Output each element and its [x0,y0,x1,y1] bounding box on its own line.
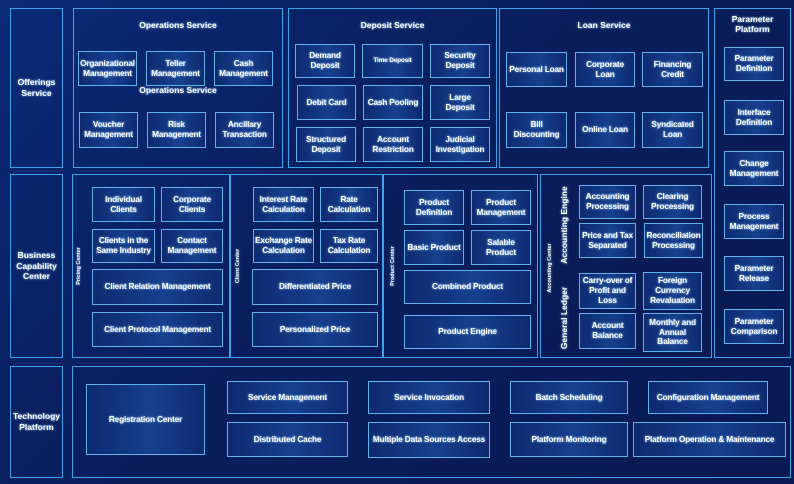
node[interactable]: Financing Credit [642,52,703,87]
node[interactable]: Basic Product [404,230,464,265]
node[interactable]: Multiple Data Sources Access [368,422,490,458]
node[interactable]: Personalized Price [252,312,378,347]
row-offerings-service: Offerings Service [10,8,63,168]
node[interactable]: Risk Management [147,112,206,148]
node[interactable]: Interface Definition [724,100,784,135]
operations-service-overlay-label: Operations Service [139,85,217,95]
operations-service-title: Operations Service [139,20,217,30]
node[interactable]: Voucher Management [79,112,138,148]
node[interactable]: Rate Calculation [320,187,378,222]
node[interactable]: Service Management [227,381,348,414]
node[interactable]: Personal Loan [506,52,567,87]
general-ledger-label: General Ledger [559,286,569,350]
node[interactable]: Debit Card [297,85,356,120]
pricing-center-label: Pricing Center [76,247,82,285]
node[interactable]: Syndicated Loan [642,112,703,148]
node[interactable]: Clearing Processing [643,185,702,219]
node[interactable]: Interest Rate Calculation [253,187,314,222]
node[interactable]: Ancillary Transaction [215,112,274,148]
node[interactable]: Individual Clients [92,187,155,222]
node[interactable]: Security Deposit [430,44,490,78]
node[interactable]: Reconciliation Processing [644,223,703,258]
pricing-center-panel [72,174,230,358]
node[interactable]: Corporate Loan [575,52,635,87]
node[interactable]: Parameter Release [724,256,784,291]
node[interactable]: Foreign Currency Revaluation [643,272,702,310]
node[interactable]: Parameter Comparison [724,309,784,344]
node[interactable]: Contact Management [161,229,223,263]
product-center-panel [383,174,538,358]
node[interactable]: Account Balance [579,313,636,349]
client-center-panel [230,174,383,358]
loan-service-panel [499,8,709,168]
node[interactable]: Accounting Processing [579,185,636,219]
deposit-service-panel [288,8,497,168]
node[interactable]: Online Loan [575,112,635,148]
node[interactable]: Judicial Investigation [430,127,490,162]
node[interactable]: Platform Operation & Maintenance [633,422,786,457]
node[interactable]: Product Management [471,190,531,225]
node[interactable]: Cash Pooling [363,85,423,120]
node[interactable]: Clients in the Same Industry [92,229,155,263]
node[interactable]: Monthly and Annual Balance [643,313,702,352]
parameter-platform-title: Parameter Platform [731,14,774,35]
node[interactable]: Platform Monitoring [510,422,628,457]
node[interactable]: Bill Discounting [506,112,567,148]
node[interactable]: Product Definition [404,190,464,225]
node[interactable]: Organizational Management [78,51,137,86]
node[interactable]: Salable Product [471,230,531,265]
accounting-engine-label: Accounting Engine [559,186,569,264]
node[interactable]: Configuration Management [648,381,768,414]
node[interactable]: Cash Management [214,51,273,86]
node[interactable]: Client Relation Management [92,269,223,305]
deposit-service-title: Deposit Service [360,20,425,30]
node[interactable]: Process Management [724,204,784,239]
accounting-center-panel [540,174,712,358]
row-business-capability-center: Business Capability Center [10,174,63,358]
node[interactable]: Parameter Definition [724,47,784,81]
node[interactable]: Structured Deposit [296,127,356,162]
loan-service-title: Loan Service [577,20,631,30]
accounting-center-label: Accounting Center [547,243,553,293]
technology-platform-panel [72,366,791,478]
node[interactable]: Change Management [724,151,784,186]
product-center-label: Product Center [390,246,396,286]
node[interactable]: Price and Tax Separated [579,223,636,258]
node[interactable]: Distributed Cache [227,422,348,457]
operations-service-panel [73,8,283,168]
row-technology-platform: Technology Platform [10,366,63,478]
parameter-platform-panel [714,8,791,358]
node[interactable]: Time Deposit [362,44,423,78]
node[interactable]: Registration Center [86,384,205,455]
node[interactable]: Service Invocation [368,381,490,414]
node[interactable]: Demand Deposit [295,44,355,78]
node[interactable]: Carry-over of Profit and Loss [579,273,636,309]
node[interactable]: Large Deposit [430,85,490,120]
node[interactable]: Batch Scheduling [510,381,628,414]
node[interactable]: Corporate Clients [161,187,223,222]
node[interactable]: Tax Rate Calculation [320,229,378,263]
node[interactable]: Client Protocol Management [92,312,223,347]
node[interactable]: Account Restriction [363,127,423,162]
node[interactable]: Combined Product [404,270,531,304]
node[interactable]: Differentiated Price [252,269,378,305]
node[interactable]: Teller Management [146,51,205,86]
node[interactable]: Exchange Rate Calculation [253,229,314,263]
node[interactable]: Product Engine [404,315,531,349]
client-center-label: Client Center [235,248,241,284]
